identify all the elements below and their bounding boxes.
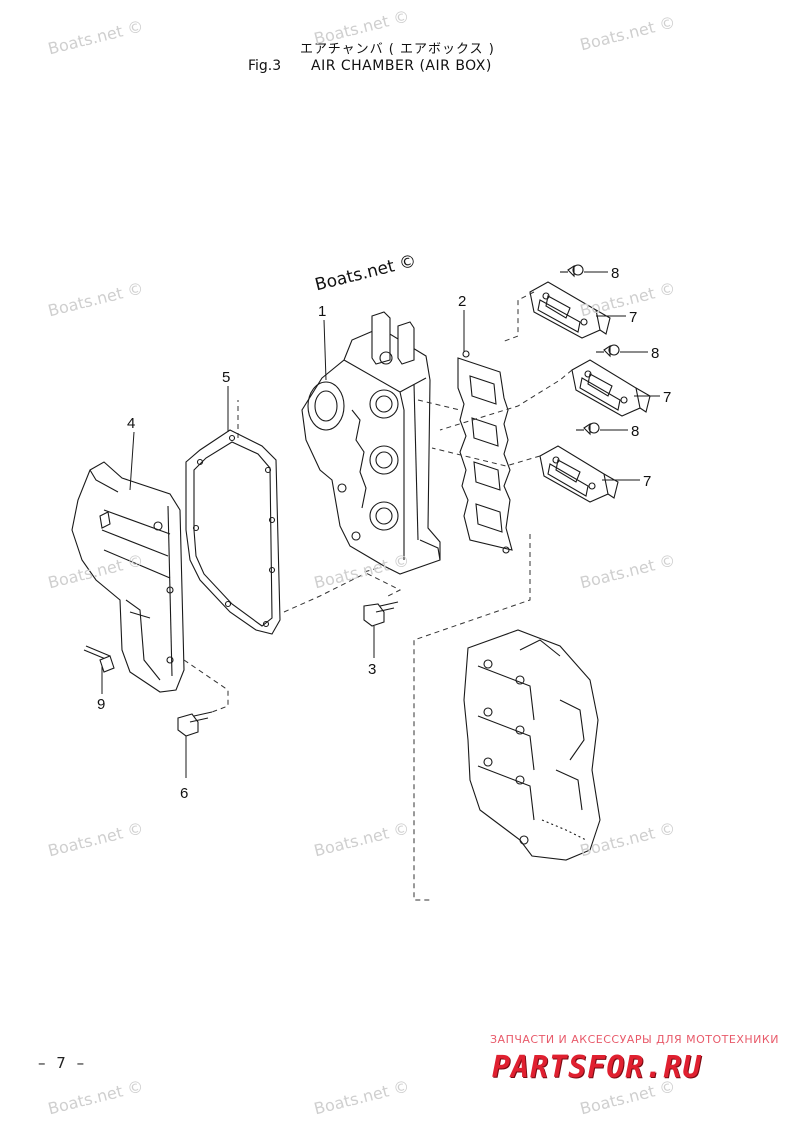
callout-leaders	[101, 271, 660, 778]
callout-8-upper: 8	[611, 265, 619, 282]
callout-7-middle: 7	[663, 389, 671, 406]
reed-plate-gasket	[457, 350, 513, 554]
callout-7-lower: 7	[643, 473, 651, 490]
page-number: – 7 –	[38, 1054, 88, 1072]
screw-middle	[596, 344, 620, 358]
brand-logo[interactable]: PARTSFOR.RU	[492, 1050, 702, 1085]
callout-6: 6	[180, 785, 188, 802]
callout-8-middle: 8	[651, 345, 659, 362]
callout-numbers: 8 7 2 8 7 8 7 5 4 1 3 9 6	[97, 265, 671, 802]
assembly-guide-lines	[183, 291, 573, 901]
figure-number: Fig.3	[248, 58, 282, 74]
air-chamber-cover	[71, 461, 185, 693]
reed-valve-assembly-upper	[529, 281, 611, 339]
screw-upper	[560, 264, 584, 278]
cover-plug-bolt	[177, 711, 213, 737]
air-chamber-gasket	[185, 429, 281, 635]
reed-valve-assembly-middle	[571, 359, 651, 417]
callout-2: 2	[458, 293, 466, 310]
drain-plug-bolt	[363, 601, 399, 627]
callout-7-upper: 7	[629, 309, 637, 326]
callout-5: 5	[222, 369, 230, 386]
callout-1: 1	[318, 303, 326, 320]
crankcase-reference	[463, 629, 601, 861]
title-japanese: エアチャンバ ( エアボックス )	[300, 42, 495, 57]
reed-valve-assembly-lower	[539, 445, 619, 503]
callout-8-lower: 8	[631, 423, 639, 440]
air-chamber-body	[301, 311, 441, 575]
cover-screw	[83, 645, 115, 673]
callout-4: 4	[127, 415, 135, 432]
title-english: AIR CHAMBER (AIR BOX)	[311, 58, 492, 74]
callout-9: 9	[97, 696, 105, 713]
callout-3: 3	[368, 661, 376, 678]
brand-tagline: ЗАПЧАСТИ И АКСЕССУАРЫ ДЛЯ МОТОТЕХНИКИ	[490, 1033, 779, 1046]
screw-lower	[576, 422, 600, 436]
